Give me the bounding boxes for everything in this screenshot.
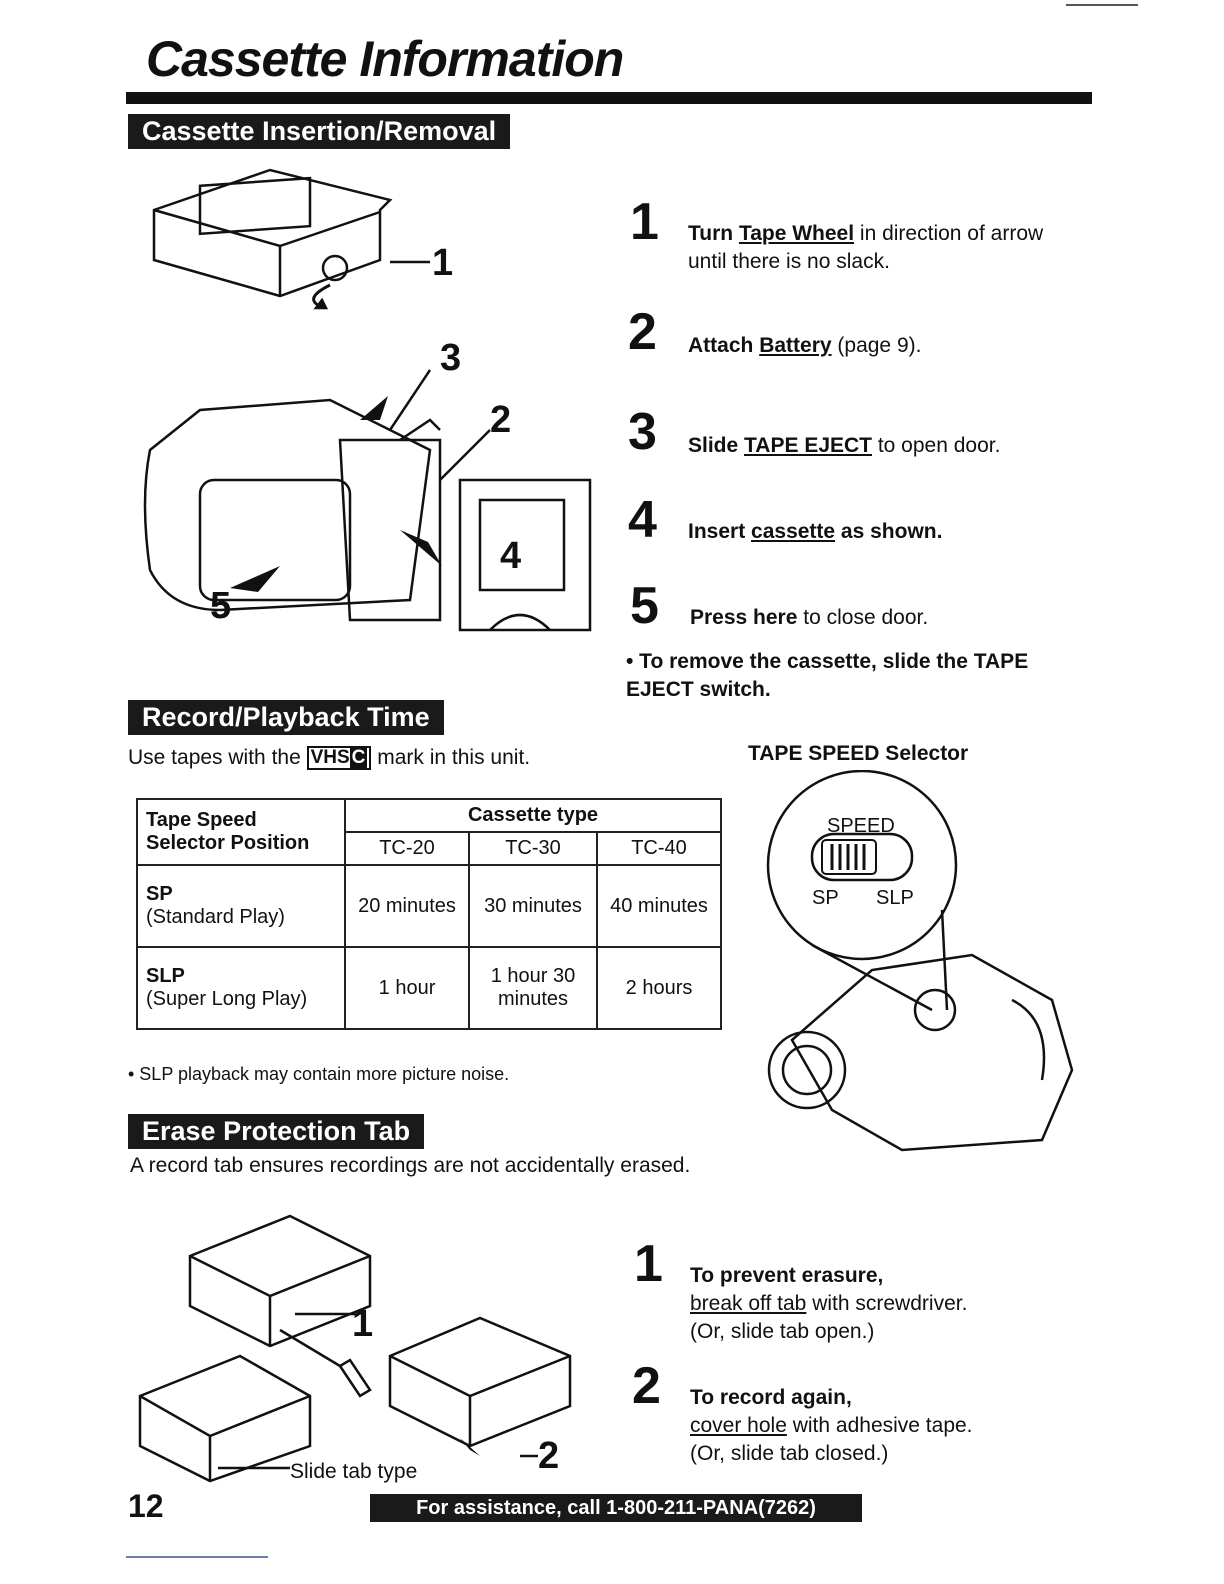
table-col-header: TC-20: [344, 831, 470, 866]
page-title: Cassette Information: [146, 31, 624, 87]
insertion-heading: Cassette Insertion/Removal: [128, 114, 511, 149]
step-3-number: 3: [628, 403, 657, 461]
svg-text:1: 1: [352, 1303, 373, 1345]
step-1-text: Turn Tape Wheel in direction of arrow un…: [688, 222, 1044, 273]
slp-note: • SLP playback may contain more picture …: [128, 1064, 510, 1084]
remove-note: • To remove the cassette, slide the TAPE…: [626, 650, 1029, 701]
svg-text:SP: SP: [812, 887, 839, 909]
svg-text:2: 2: [538, 1435, 559, 1477]
record-time-table: Tape Speed Selector Position Cassette ty…: [136, 798, 722, 1030]
erase-heading: Erase Protection Tab: [128, 1114, 425, 1149]
table-col-header: TC-30: [468, 831, 598, 866]
page-number: 12: [128, 1488, 164, 1524]
table-header-group: Cassette type: [344, 798, 722, 833]
erase-step-2-number: 2: [632, 1357, 661, 1415]
speed-selector-label: TAPE SPEED Selector: [748, 742, 969, 765]
table-row: SP(Standard Play) 20 minutes 30 minutes …: [136, 864, 722, 948]
svg-text:5: 5: [210, 585, 231, 627]
svg-text:SLP: SLP: [876, 887, 914, 909]
assistance-footer: For assistance, call 1-800-211-PANA(7262…: [370, 1494, 862, 1522]
svg-text:Slide tab type: Slide tab type: [290, 1460, 417, 1483]
erase-step-2-text: To record again, cover hole with adhesiv…: [690, 1386, 973, 1465]
step-4-number: 4: [628, 491, 657, 549]
tape-wheel-illustration: 1: [152, 168, 453, 310]
erase-step-1-text: To prevent erasure, break off tab with s…: [690, 1264, 968, 1343]
record-heading: Record/Playback Time: [128, 700, 444, 735]
svg-text:2: 2: [490, 399, 511, 441]
erase-intro: A record tab ensures recordings are not …: [130, 1154, 691, 1177]
step-3-text: Slide TAPE EJECT to open door.: [688, 434, 1001, 457]
table-col-header: TC-40: [596, 831, 722, 866]
table-row: SLP(Super Long Play) 1 hour 1 hour 30 mi…: [136, 946, 722, 1030]
step-2-text: Attach Battery (page 9).: [688, 334, 922, 357]
erase-step-1-number: 1: [634, 1235, 663, 1293]
speed-selector-illustration: SPEED SP SLP: [766, 770, 1074, 1152]
step-2-number: 2: [628, 303, 657, 361]
title-rule: [126, 92, 1092, 104]
erase-tab-illustration: 1 2 Slide tab type: [138, 1214, 572, 1483]
bottom-edge-line: [126, 1556, 268, 1558]
top-edge-line: [1066, 4, 1138, 6]
step-5-text: Press here to close door.: [690, 606, 929, 629]
step-4-text: Insert cassette as shown.: [688, 520, 943, 543]
step-1-number: 1: [630, 193, 659, 251]
svg-text:3: 3: [440, 337, 461, 379]
step-5-number: 5: [630, 577, 659, 635]
svg-text:SPEED: SPEED: [827, 815, 895, 837]
table-header-left: Tape Speed Selector Position: [136, 798, 346, 866]
label-1: 1: [432, 242, 453, 284]
svg-text:4: 4: [500, 535, 521, 577]
camcorder-door-illustration: 3 2 4 5: [143, 337, 592, 632]
